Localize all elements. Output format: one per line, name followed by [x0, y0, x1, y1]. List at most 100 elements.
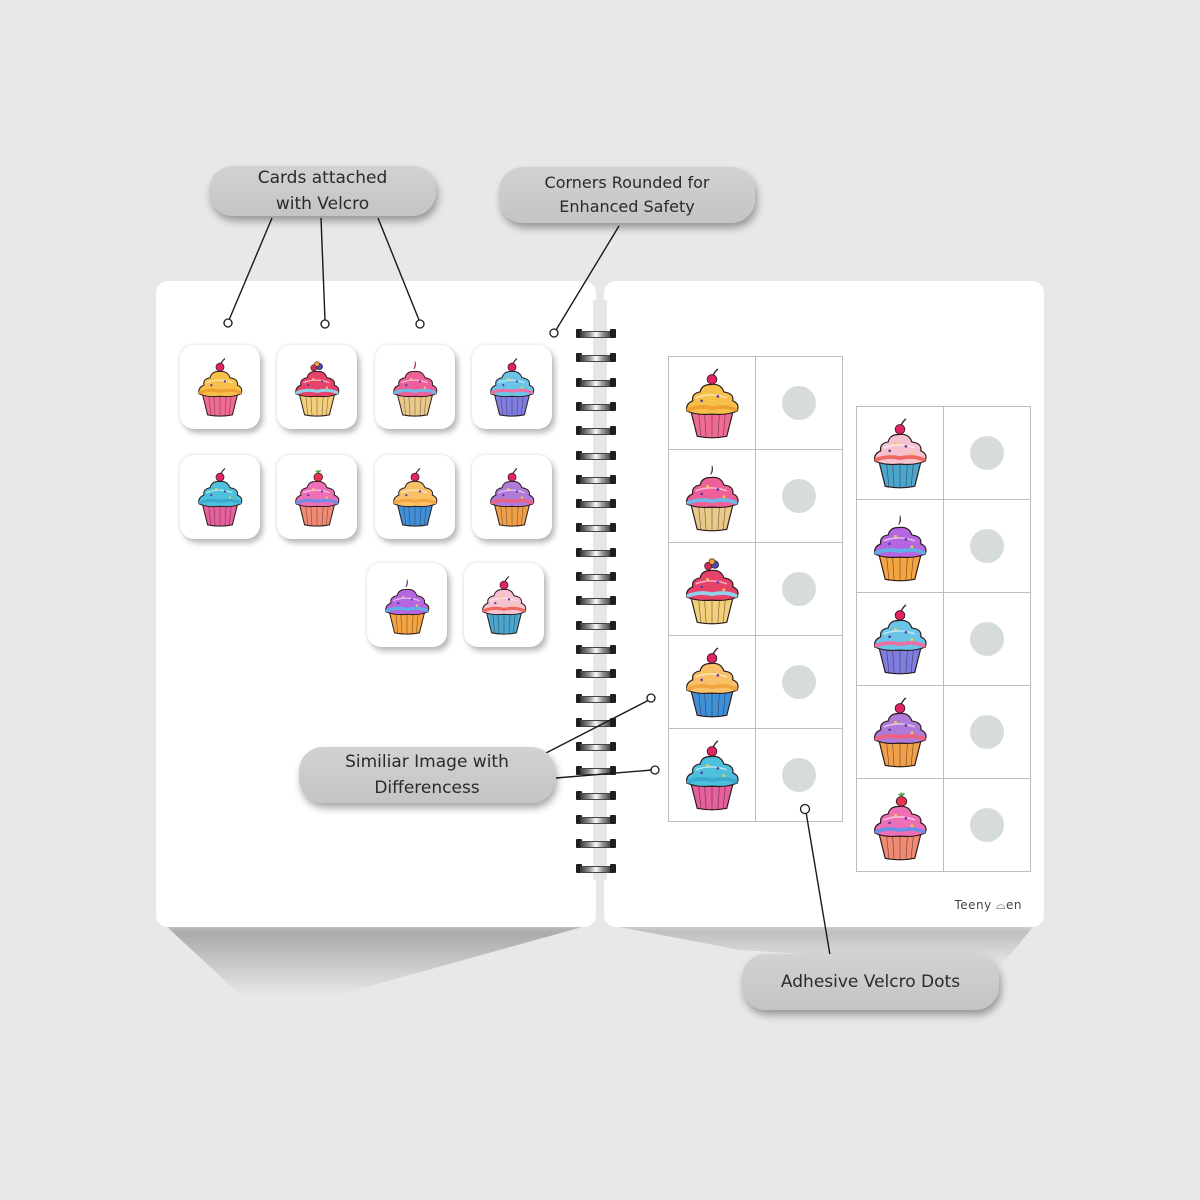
reference-image-cell: [857, 593, 944, 685]
callout-line: Similiar Image with: [345, 752, 509, 772]
spiral-ring: [576, 693, 616, 703]
velcro-card-cupcake-pink-blue-swirl-tan-liner[interactable]: [375, 345, 455, 429]
reference-image-cell: [669, 357, 756, 449]
velcro-card-cupcake-yellow-frosting-pink-liner[interactable]: [180, 345, 260, 429]
velcro-card-cupcake-purple-swirl-orange-liner[interactable]: [367, 563, 447, 647]
velcro-dot-cell[interactable]: [944, 500, 1030, 592]
grid-row: [669, 636, 842, 729]
callout-similar-image: Similiar Image with Differencess: [299, 747, 555, 803]
spiral-ring: [576, 669, 616, 679]
callout-line: Adhesive Velcro Dots: [780, 972, 961, 992]
velcro-dot: [782, 572, 816, 606]
velcro-dot: [970, 436, 1004, 470]
cupcake-icon: [874, 604, 927, 675]
spiral-ring: [576, 401, 616, 411]
grid-row: [857, 779, 1030, 871]
velcro-dot: [782, 479, 816, 513]
cupcake-icon: [393, 361, 438, 417]
velcro-card-cupcake-blue-frosting-purple-liner[interactable]: [472, 345, 552, 429]
spiral-ring: [576, 815, 616, 824]
cupcake-icon: [874, 697, 927, 768]
callout-cards-attached-velcro: Cards attached with Velcro: [209, 166, 436, 216]
velcro-dot-cell[interactable]: [756, 357, 842, 449]
velcro-dot-cell[interactable]: [944, 686, 1030, 778]
cupcake-icon: [482, 575, 527, 635]
spiral-ring: [576, 450, 616, 460]
cupcake-icon: [198, 357, 243, 417]
reference-image-cell: [857, 500, 944, 592]
cupcake-icon: [490, 467, 535, 527]
velcro-dot-cell[interactable]: [944, 779, 1030, 871]
callout-line: Cards attached: [257, 168, 388, 188]
spiral-ring: [576, 499, 616, 509]
reference-image-cell: [669, 543, 756, 635]
cupcake-icon: [686, 368, 739, 439]
spiral-ring: [576, 572, 616, 581]
spiral-ring: [576, 329, 616, 338]
grid-row: [669, 450, 842, 543]
velcro-dot-cell[interactable]: [756, 450, 842, 542]
velcro-dot-cell[interactable]: [944, 407, 1030, 499]
cupcake-icon: [874, 792, 927, 861]
reference-image-cell: [857, 407, 944, 499]
spiral-ring: [576, 596, 616, 606]
velcro-dot: [782, 665, 816, 699]
cupcake-icon: [686, 465, 739, 532]
cupcake-icon: [686, 647, 739, 718]
matching-grid-left-column: [668, 356, 843, 822]
cupcake-icon: [490, 357, 535, 417]
spiral-ring: [576, 353, 616, 363]
grid-row: [857, 407, 1030, 500]
grid-row: [669, 543, 842, 636]
spiral-ring: [576, 717, 616, 727]
cupcake-icon: [198, 467, 243, 527]
spiral-ring: [576, 644, 616, 654]
spiral-ring: [576, 474, 616, 484]
velcro-dot: [970, 622, 1004, 656]
velcro-dot-cell[interactable]: [756, 729, 842, 821]
cupcake-icon: [874, 418, 927, 489]
callout-corners-rounded: Corners Rounded for Enhanced Safety: [499, 167, 755, 223]
reference-image-cell: [857, 686, 944, 778]
grid-row: [857, 593, 1030, 686]
velcro-card-cupcake-red-frosting-blue-cream-yellow-liner[interactable]: [277, 345, 357, 429]
spiral-ring: [576, 523, 616, 533]
reference-image-cell: [669, 450, 756, 542]
reference-image-cell: [669, 729, 756, 821]
velcro-card-cupcake-teal-frosting-pink-liner[interactable]: [180, 455, 260, 539]
velcro-dot: [970, 808, 1004, 842]
spiral-ring: [576, 863, 616, 873]
matching-grid-right-column: [856, 406, 1031, 872]
velcro-card-cupcake-orange-frosting-blue-liner[interactable]: [375, 455, 455, 539]
velcro-dot: [782, 758, 816, 792]
brand-logo: Teeny ⌓en: [954, 898, 1022, 912]
velcro-dot-cell[interactable]: [944, 593, 1030, 685]
spiral-ring: [576, 547, 616, 557]
callout-line: with Velcro: [275, 194, 370, 214]
grid-row: [857, 686, 1030, 779]
velcro-card-cupcake-purple-pink-frosting-orange-liner[interactable]: [472, 455, 552, 539]
cupcake-icon: [393, 467, 438, 527]
velcro-card-cupcake-pink-frosting-strawberry[interactable]: [277, 455, 357, 539]
velcro-dot-cell[interactable]: [756, 636, 842, 728]
velcro-card-cupcake-light-pink-frosting-blue-liner[interactable]: [464, 563, 544, 647]
cupcake-icon: [295, 469, 340, 527]
velcro-dot: [970, 529, 1004, 563]
cupcake-icon: [295, 361, 340, 417]
cupcake-icon: [686, 558, 739, 625]
left-page-shadow: [166, 926, 586, 996]
callout-line: Corners Rounded for: [544, 173, 710, 192]
grid-row: [857, 500, 1030, 593]
cupcake-icon: [874, 515, 927, 582]
velcro-dot-cell[interactable]: [756, 543, 842, 635]
spiral-ring: [576, 790, 616, 800]
spiral-ring: [576, 766, 616, 776]
spiral-ring: [576, 377, 616, 387]
reference-image-cell: [669, 636, 756, 728]
spiral-ring: [576, 839, 616, 849]
spiral-ring: [576, 426, 616, 436]
velcro-dot: [970, 715, 1004, 749]
reference-image-cell: [857, 779, 944, 871]
cupcake-icon: [385, 579, 430, 635]
callout-line: Differencess: [374, 778, 480, 798]
